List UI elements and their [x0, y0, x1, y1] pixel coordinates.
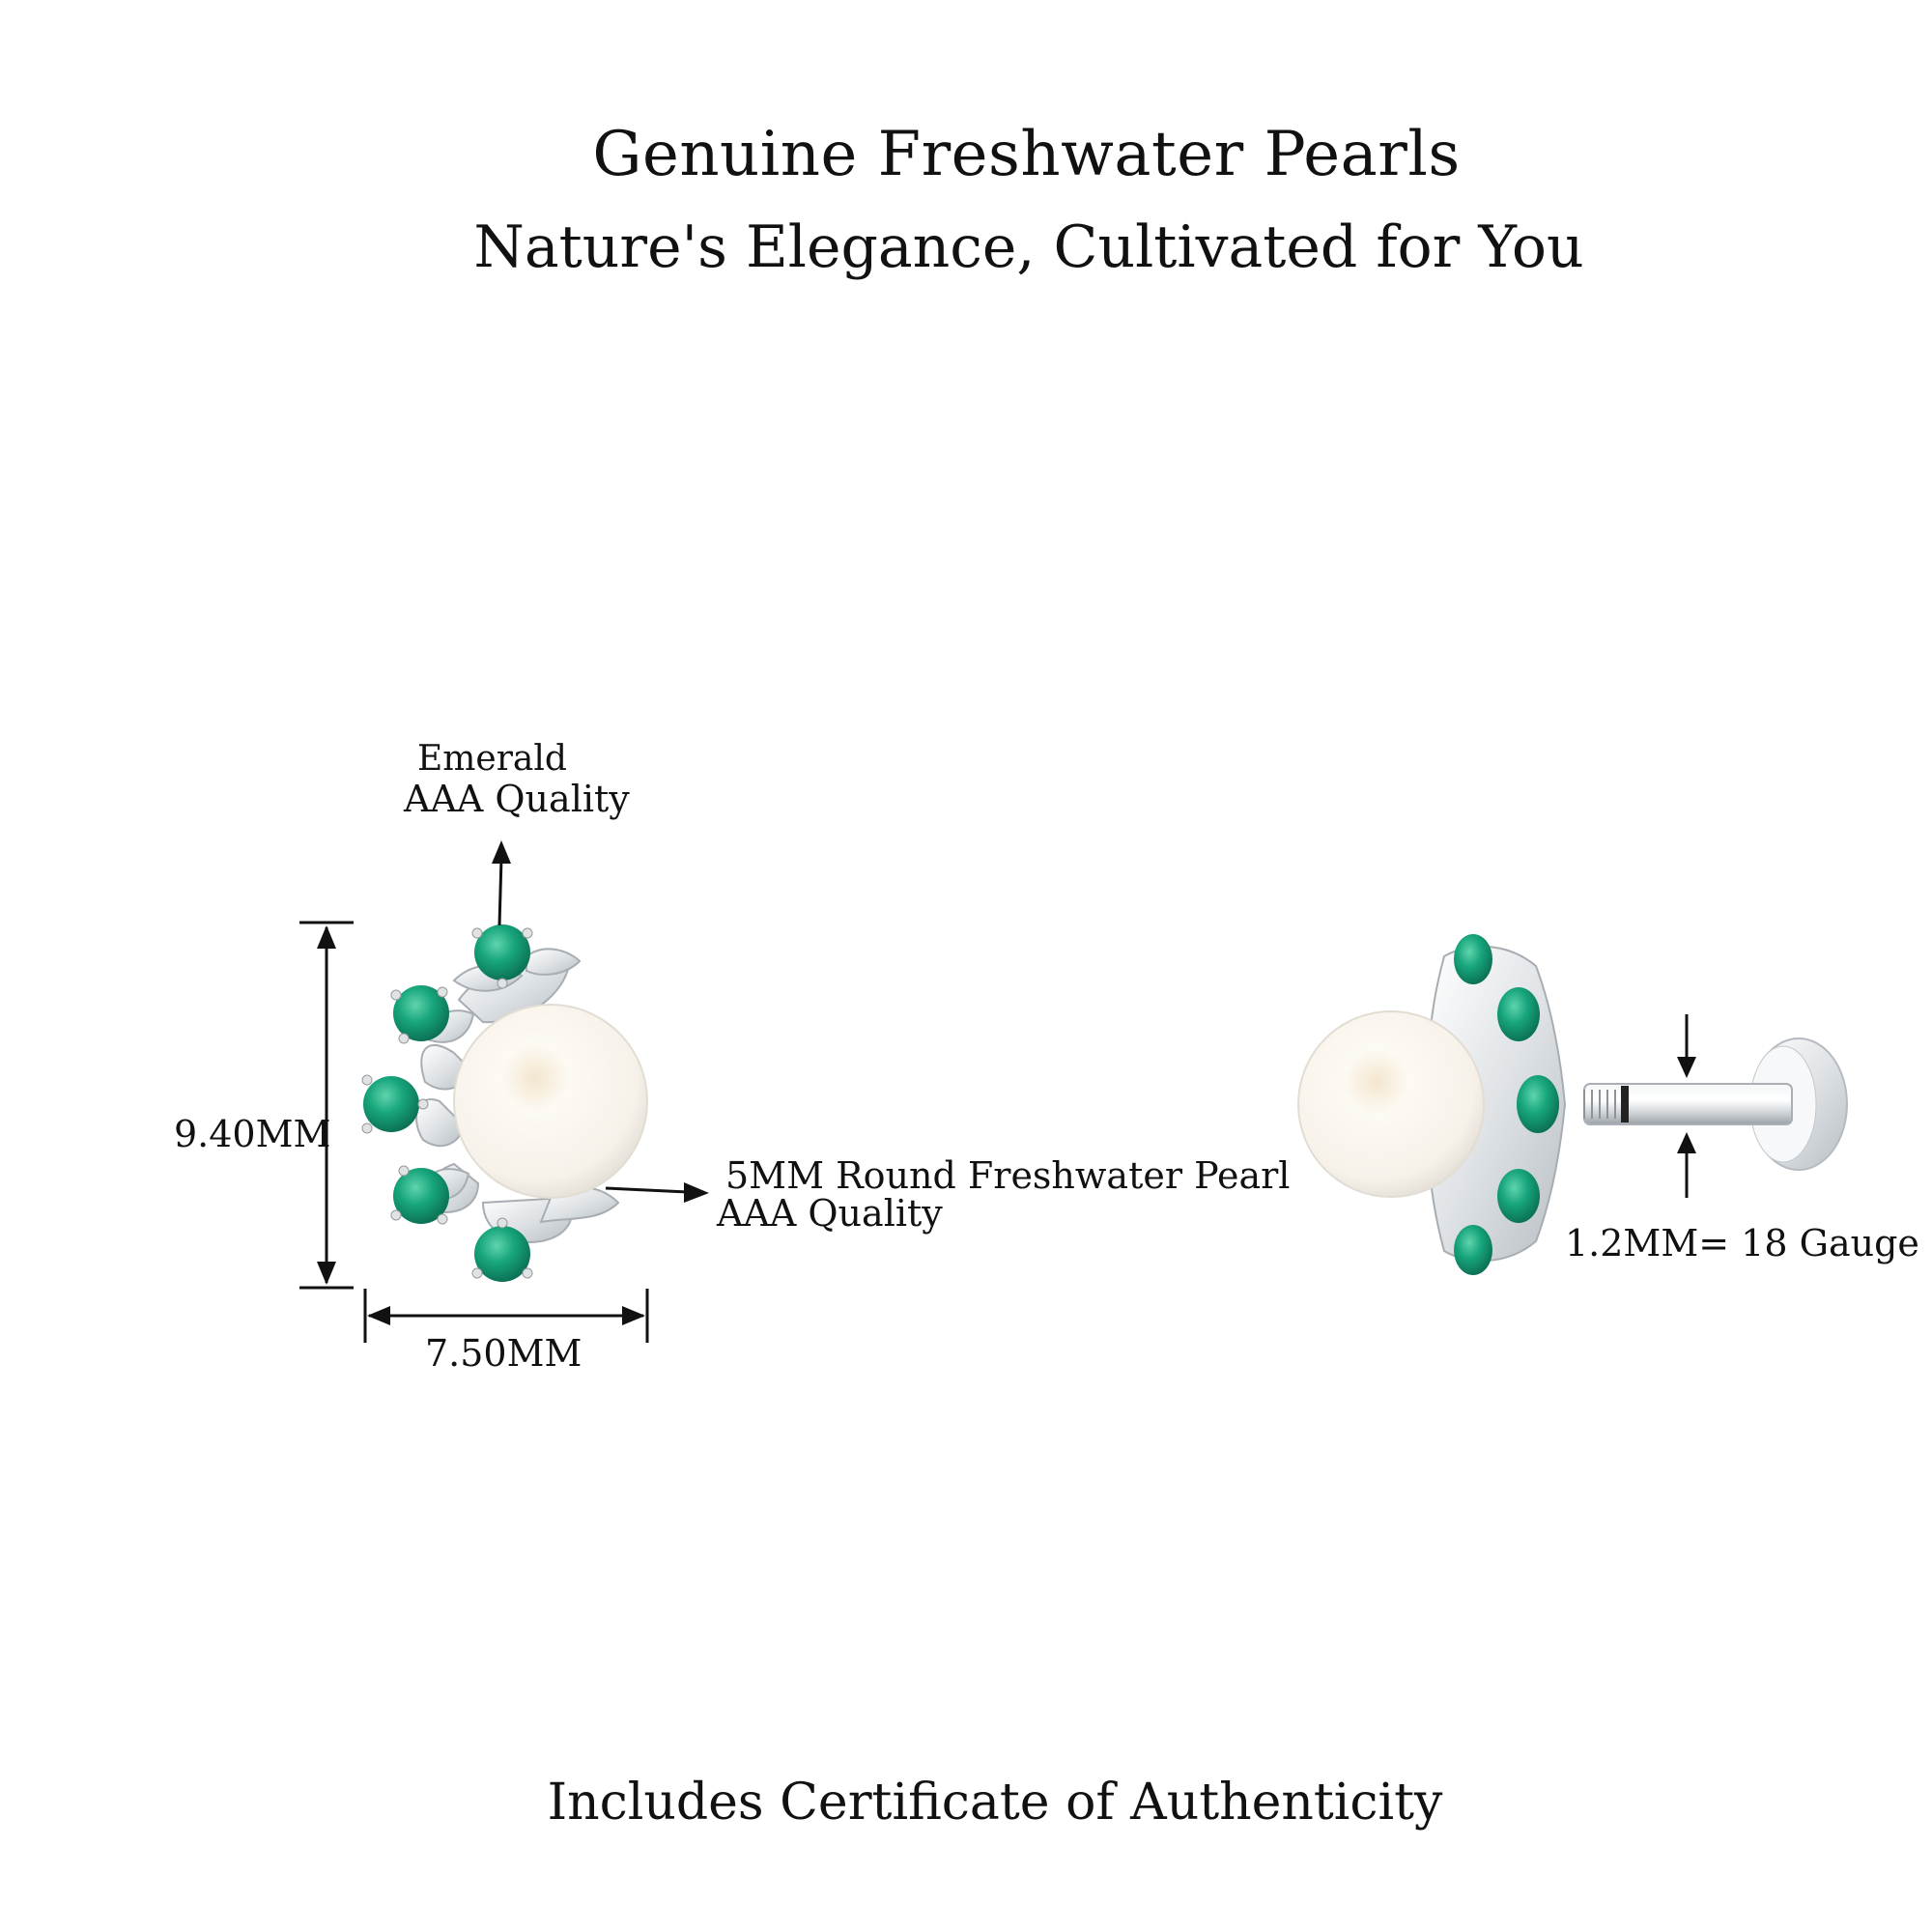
pearl-pointer-arrow	[605, 1182, 709, 1203]
side-pearl	[1297, 1010, 1485, 1198]
emerald-stone	[390, 985, 449, 1044]
page-title: Genuine Freshwater Pearls	[592, 119, 1461, 190]
emerald-stone	[361, 1074, 429, 1134]
side-emerald-stones	[1454, 934, 1559, 1275]
emerald-stone	[1497, 1169, 1540, 1223]
gauge-dimension-arrows	[1677, 1014, 1696, 1198]
width-label: 7.50MM	[425, 1332, 582, 1375]
emerald-stone	[390, 1165, 449, 1225]
emerald-label: Emerald	[417, 739, 567, 779]
emerald-stone	[1454, 1225, 1492, 1275]
pearl-label: 5MM Round Freshwater Pearl	[725, 1154, 1291, 1197]
side-view-earring	[1297, 934, 1848, 1275]
height-dimension-line	[299, 921, 354, 1290]
emerald-stone	[1454, 934, 1492, 984]
page-subtitle: Nature's Elegance, Cultivated for You	[473, 213, 1584, 281]
width-dimension-line	[363, 1289, 649, 1343]
emerald-stones	[361, 924, 533, 1282]
emerald-stone	[1517, 1075, 1559, 1133]
emerald-stone	[471, 924, 533, 989]
height-label: 9.40MM	[174, 1113, 331, 1155]
gauge-label: 1.2MM= 18 Gauge	[1565, 1222, 1919, 1264]
post-ring	[1621, 1086, 1629, 1122]
post-thread	[1583, 1090, 1616, 1119]
front-view-earring	[361, 924, 648, 1282]
emerald-stone	[1497, 987, 1540, 1041]
pearl-stone	[453, 1004, 648, 1199]
emerald-pointer-arrow	[492, 840, 511, 926]
certificate-note: Includes Certificate of Authenticity	[547, 1774, 1443, 1832]
emerald-stone	[471, 1217, 533, 1282]
emerald-quality-label: AAA Quality	[404, 778, 630, 820]
pearl-quality-label: AAA Quality	[717, 1192, 943, 1235]
